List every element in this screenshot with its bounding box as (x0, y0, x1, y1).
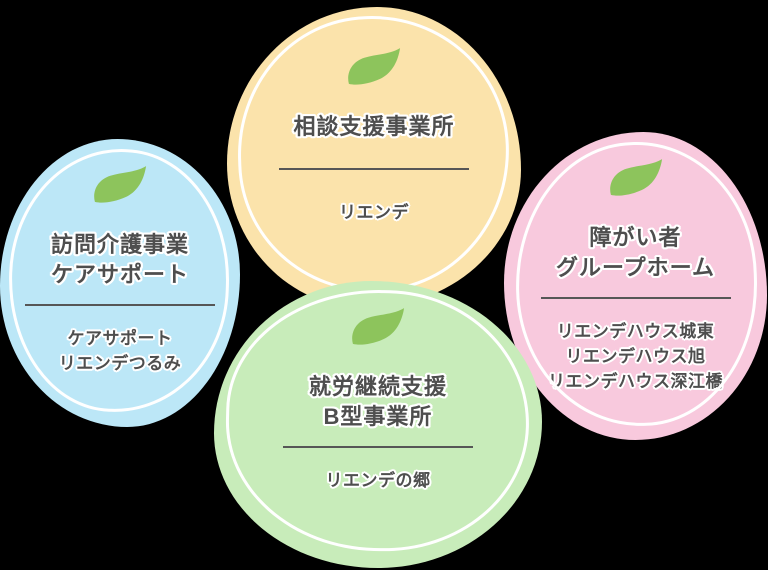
card-subtitle-line: リエンデハウス城東 (556, 322, 715, 341)
card-title-line: 就労継続支援 (308, 374, 447, 399)
card-employment-support-type-b: 就労継続支援 B型事業所 リエンデの郷 (214, 281, 542, 568)
card-home-care-support: 訪問介護事業 ケアサポート ケアサポート リエンデつるみ (0, 139, 240, 427)
card-title-line: 相談支援事業所 (293, 114, 455, 139)
card-subtitle: リエンデハウス城東 リエンデハウス旭 リエンデハウス深江橋 (548, 319, 723, 394)
card-title: 訪問介護事業 ケアサポート (51, 230, 189, 290)
card-disability-group-home: 障がい者 グループホーム リエンデハウス城東 リエンデハウス旭 リエンデハウス深… (504, 132, 767, 440)
card-title: 相談支援事業所 (293, 112, 454, 142)
card-title: 障がい者 グループホーム (556, 223, 715, 283)
card-title-line: 訪問介護事業 (50, 232, 189, 257)
divider-line (25, 304, 215, 306)
card-title-line: 障がい者 (589, 225, 682, 250)
card-subtitle: リエンデ (339, 200, 409, 225)
leaf-icon (94, 166, 147, 203)
card-subtitle-line: リエンデハウス旭 (565, 347, 706, 366)
card-subtitle-line: リエンデ (339, 203, 409, 222)
divider-line (283, 446, 473, 448)
card-subtitle-line: リエンデの郷 (325, 471, 431, 490)
card-title-line: B型事業所 (323, 404, 433, 429)
card-title-line: グループホーム (555, 255, 716, 280)
card-consultation-support-office: 相談支援事業所 リエンデ (227, 7, 521, 308)
card-title-line: ケアサポート (50, 262, 189, 287)
divider-line (540, 297, 731, 299)
card-subtitle-line: リエンデつるみ (58, 354, 182, 373)
card-subtitle-line: リエンデハウス深江橋 (548, 372, 723, 391)
divider-line (279, 168, 469, 170)
card-subtitle: リエンデの郷 (326, 468, 431, 493)
leaf-icon (348, 48, 401, 85)
card-subtitle: ケアサポート リエンデつるみ (59, 326, 182, 376)
leaf-icon (609, 159, 662, 196)
card-subtitle-line: ケアサポート (67, 329, 173, 348)
card-title: 就労継続支援 B型事業所 (309, 372, 447, 432)
leaf-icon (352, 308, 405, 345)
